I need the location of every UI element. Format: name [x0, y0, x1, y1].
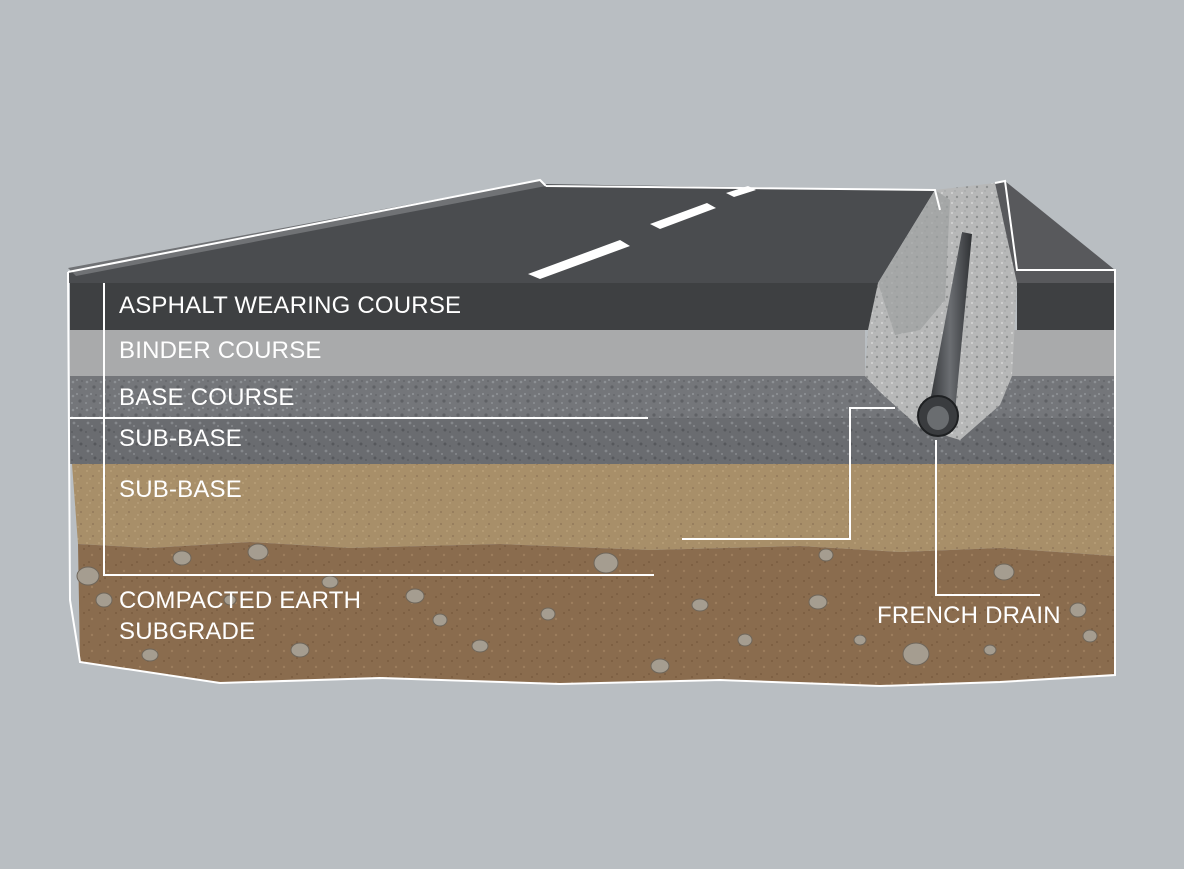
label-french-drain: FRENCH DRAIN — [877, 602, 1061, 629]
leader-lines — [70, 283, 1040, 596]
label-sub-base-upper: SUB-BASE — [119, 425, 242, 452]
drain-trench-shadow — [878, 190, 950, 335]
french-drain-leader — [935, 440, 1040, 596]
road-surface — [68, 184, 935, 283]
layer-asphalt — [70, 283, 880, 330]
subgrade-leader — [682, 407, 895, 540]
subgrade-stones — [76, 543, 1098, 674]
label-compacted-earth: COMPACTED EARTH — [119, 587, 362, 614]
label-bracket — [103, 283, 654, 576]
layer-binder-right — [1012, 330, 1115, 376]
left-curb — [68, 180, 546, 276]
label-subgrade: SUBGRADE — [119, 618, 256, 645]
french-drain-pipe — [928, 232, 972, 412]
french-drain-pipe-bore — [927, 406, 949, 430]
layer-binder — [70, 330, 865, 376]
lane-marking — [528, 240, 630, 279]
diagram-outline — [67, 178, 1116, 688]
label-asphalt-wearing-course: ASPHALT WEARING COURSE — [119, 292, 462, 319]
lane-marking — [650, 203, 716, 229]
layer-subgrade — [78, 542, 1115, 686]
right-curb-face — [1017, 283, 1115, 330]
right-curb-side — [995, 181, 1115, 283]
label-binder-course: BINDER COURSE — [119, 337, 322, 364]
layer-subbase-lower — [72, 464, 1115, 556]
label-base-course: BASE COURSE — [119, 384, 295, 411]
label-sub-base-lower: SUB-BASE — [119, 476, 242, 503]
